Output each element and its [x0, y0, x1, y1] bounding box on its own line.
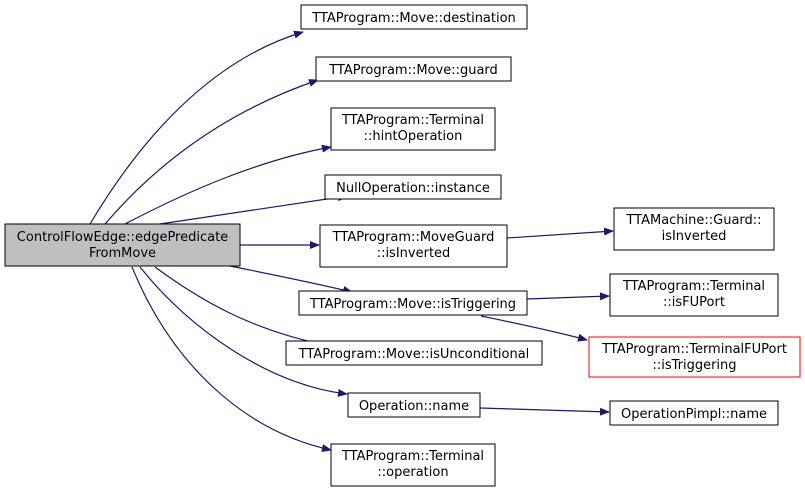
function-nodes: ControlFlowEdge::edgePredicate FromMove …	[4, 4, 801, 487]
node-move-is-unconditional-label: TTAProgram::Move::isUnconditional	[298, 347, 530, 362]
edge-root-to-destination	[89, 30, 304, 225]
node-operation-name[interactable]: Operation::name	[347, 392, 481, 418]
edge-root-to-instance	[159, 193, 348, 225]
node-root-line-2: FromMove	[89, 246, 156, 261]
node-move-destination[interactable]: TTAProgram::Move::destination	[300, 4, 528, 30]
node-move-guard[interactable]: TTAProgram::Move::guard	[315, 56, 512, 82]
node-null-operation-instance[interactable]: NullOperation::instance	[324, 174, 502, 200]
edge-root-to-name	[139, 266, 348, 397]
call-edges	[89, 30, 614, 452]
node-move-destination-label: TTAProgram::Move::destination	[311, 11, 516, 26]
node-terminal-fuport-is-triggering-line-1: TTAProgram::TerminalFUPort	[601, 342, 787, 357]
edge-name-to-impl-name	[479, 407, 610, 416]
edge-root-to-hint-operation	[124, 144, 332, 225]
node-move-guard-is-inverted[interactable]: TTAProgram::MoveGuard ::isInverted	[319, 224, 508, 268]
node-move-guard-label: TTAProgram::Move::guard	[328, 63, 498, 78]
node-move-guard-is-inverted-line-1: TTAProgram::MoveGuard	[332, 230, 495, 245]
node-operation-name-label: Operation::name	[359, 399, 469, 414]
node-machine-guard-is-inverted-line-1: TTAMachine::Guard::	[625, 213, 761, 228]
node-terminal-is-fu-port-line-1: TTAProgram::Terminal	[622, 279, 765, 294]
edge-root-to-is-unconditional	[154, 266, 331, 349]
node-terminal-is-fu-port[interactable]: TTAProgram::Terminal ::isFUPort	[609, 273, 779, 317]
node-terminal-hint-operation[interactable]: TTAProgram::Terminal ::hintOperation	[330, 107, 496, 151]
edge-root-to-guard	[104, 79, 319, 225]
node-root-line-1: ControlFlowEdge::edgePredicate	[17, 230, 228, 245]
edge-root-to-operation	[131, 266, 332, 452]
node-terminal-fuport-is-triggering-line-2: ::isTriggering	[652, 358, 736, 373]
node-terminal-hint-operation-line-1: TTAProgram::Terminal	[341, 113, 484, 128]
node-move-is-triggering-label: TTAProgram::Move::isTriggering	[309, 297, 516, 312]
node-move-is-unconditional[interactable]: TTAProgram::Move::isUnconditional	[285, 340, 543, 366]
edge-is-triggering-to-fuport-is-triggering	[480, 315, 588, 342]
node-operation-pimpl-name[interactable]: OperationPimpl::name	[609, 400, 779, 426]
node-null-operation-instance-label: NullOperation::instance	[336, 181, 490, 196]
node-terminal-operation-line-1: TTAProgram::Terminal	[341, 449, 484, 464]
node-root[interactable]: ControlFlowEdge::edgePredicate FromMove	[4, 223, 241, 267]
node-machine-guard-is-inverted[interactable]: TTAMachine::Guard:: isInverted	[613, 207, 775, 251]
edge-is-inverted-to-guard-is-inverted	[506, 227, 614, 239]
edge-root-to-is-triggering	[224, 264, 353, 294]
node-operation-pimpl-name-label: OperationPimpl::name	[621, 407, 767, 422]
node-terminal-operation-line-2: ::operation	[377, 465, 448, 480]
node-machine-guard-is-inverted-line-2: isInverted	[662, 229, 727, 244]
node-move-is-triggering[interactable]: TTAProgram::Move::isTriggering	[298, 290, 528, 316]
node-terminal-fuport-is-triggering[interactable]: TTAProgram::TerminalFUPort ::isTriggerin…	[588, 336, 801, 378]
node-move-guard-is-inverted-line-2: ::isInverted	[377, 246, 451, 261]
node-terminal-operation[interactable]: TTAProgram::Terminal ::operation	[330, 443, 496, 487]
edge-is-triggering-to-is-fu-port	[526, 292, 610, 301]
node-terminal-hint-operation-line-2: ::hintOperation	[364, 129, 463, 144]
node-terminal-is-fu-port-line-2: ::isFUPort	[663, 295, 725, 310]
